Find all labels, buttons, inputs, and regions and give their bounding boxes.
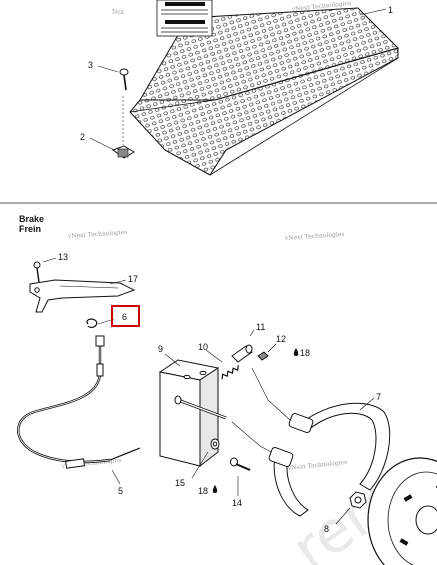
bracket-9	[158, 353, 220, 468]
brake-drum	[367, 457, 437, 565]
watermark-text: vNext Technologies	[67, 229, 128, 240]
part-label-15: 15	[175, 478, 185, 488]
part-label-9: 9	[158, 344, 163, 354]
watermark-text: Nex	[112, 9, 125, 16]
part-label-13: 13	[58, 252, 68, 262]
part-label-14: 14	[232, 498, 242, 508]
part-label-10: 10	[198, 342, 208, 352]
washer-15	[191, 438, 220, 479]
part-label-2: 2	[80, 132, 85, 142]
section-heading-frein: Frein	[19, 224, 41, 234]
brake-cable-5	[17, 335, 141, 485]
part-label-8: 8	[324, 524, 329, 534]
section-heading-brake: Brake	[19, 214, 44, 224]
nut-8	[335, 491, 367, 525]
part-label-5: 5	[118, 486, 123, 496]
watermark-text: vNext Technologies	[284, 231, 345, 242]
part-label-17: 17	[128, 274, 138, 284]
brake-band-7	[268, 397, 391, 517]
clip-6	[86, 318, 115, 329]
warning-decal	[156, 0, 213, 37]
part-label-3: 3	[88, 60, 93, 70]
screw-3	[97, 65, 129, 91]
highlight-box-part-6	[111, 305, 140, 327]
brake-lever-17	[29, 279, 136, 313]
part-label-6: 6	[122, 312, 127, 322]
part-label-18-bottom: 18	[198, 486, 208, 496]
brake-rod	[174, 367, 291, 459]
part-label-18-top: 18	[300, 348, 310, 358]
pin-11	[231, 329, 255, 363]
grease-drop-icon	[212, 485, 218, 493]
part-label-7: 7	[376, 392, 381, 402]
clip-nut-2	[89, 96, 135, 159]
grease-drop-icon	[293, 348, 299, 356]
nut-12	[257, 343, 277, 361]
watermark-text: vNext Technologies	[286, 459, 347, 472]
bolt-14	[230, 457, 251, 496]
part-label-1: 1	[388, 5, 393, 15]
part-label-12: 12	[276, 334, 286, 344]
part-label-11: 11	[256, 322, 265, 332]
spring-10	[205, 349, 239, 380]
screw-13	[33, 257, 57, 283]
